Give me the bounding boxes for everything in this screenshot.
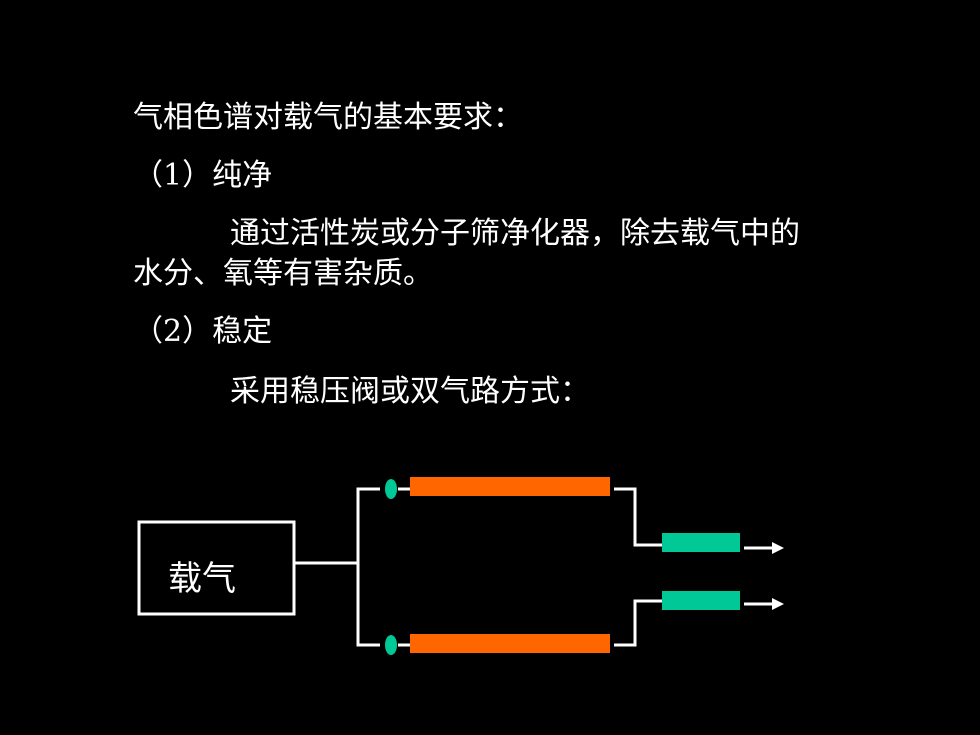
slide-title: 气相色谱对载气的基本要求：	[133, 100, 523, 135]
upper-valve-icon	[385, 479, 397, 499]
upper-column-outlet	[614, 487, 662, 547]
requirement-2-desc: 采用稳压阀或双气路方式：	[230, 374, 590, 409]
upper-detector	[662, 533, 740, 552]
lower-detector	[662, 591, 740, 610]
requirement-1-desc-line1: 通过活性炭或分子筛净化器，除去载气中的	[230, 216, 800, 251]
upper-outlet-arrow-icon	[772, 542, 784, 554]
carrier-gas-label: 载气	[168, 559, 236, 599]
requirement-2-heading: （2）稳定	[133, 314, 273, 349]
upper-column	[410, 477, 610, 496]
lower-outlet-arrow-icon	[772, 598, 784, 610]
requirement-1-desc-line2: 水分、氧等有害杂质。	[133, 256, 433, 291]
carrier-gas-box	[137, 520, 296, 616]
lower-column-outlet	[614, 599, 662, 647]
splitter-line	[356, 487, 380, 647]
lower-column	[410, 634, 610, 653]
requirement-1-heading: （1）纯净	[133, 158, 273, 193]
lower-valve-icon	[385, 635, 397, 655]
